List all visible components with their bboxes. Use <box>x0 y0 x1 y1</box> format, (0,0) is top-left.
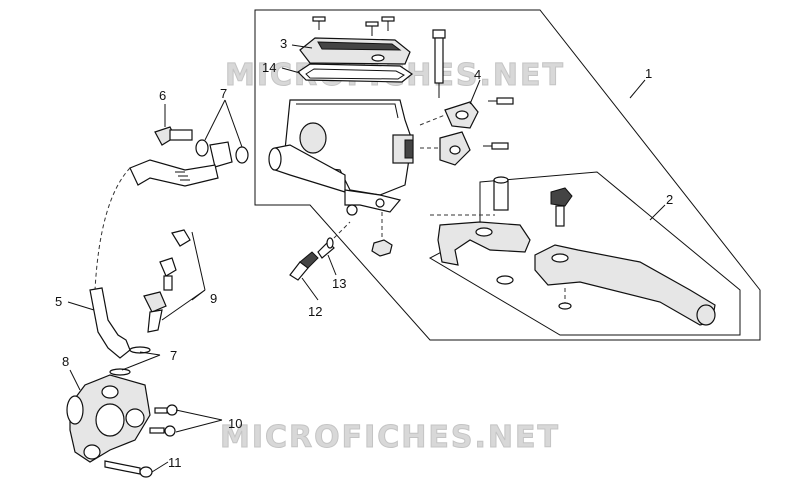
callout-10: 10 <box>228 416 242 431</box>
callout-2: 2 <box>666 192 673 207</box>
callout-12: 12 <box>308 304 322 319</box>
handlebar-clamp <box>419 97 514 166</box>
pivot-nut <box>371 239 393 257</box>
lever-assembly <box>430 176 716 326</box>
callout-9: 9 <box>210 291 217 306</box>
callout-6: 6 <box>159 88 166 103</box>
callout-7-top: 7 <box>220 86 227 101</box>
bleed-screw-group <box>289 221 351 281</box>
callout-5: 5 <box>55 294 62 309</box>
callout-14: 14 <box>262 60 276 75</box>
callout-8: 8 <box>62 354 69 369</box>
callout-11: 11 <box>168 455 182 470</box>
master-cylinder-group <box>268 16 446 216</box>
callout-13: 13 <box>332 276 346 291</box>
callout-3: 3 <box>280 36 287 51</box>
reservoir-gasket <box>297 63 414 83</box>
leader-lines <box>67 44 666 473</box>
watermark-bottom: MICROFICHES.NET <box>220 420 560 455</box>
callout-4: 4 <box>474 67 481 82</box>
cover-screws <box>312 16 395 36</box>
slave-cylinder-bolts <box>104 404 178 478</box>
assembly-1-outline <box>254 9 761 341</box>
callout-1: 1 <box>645 66 652 81</box>
reservoir-cap <box>299 37 411 65</box>
hose-assembly <box>89 126 249 376</box>
slave-cylinder <box>66 374 151 463</box>
callout-numbers: 1 2 3 4 5 6 7 7 8 9 10 11 12 13 14 <box>55 36 673 470</box>
callout-7-bottom: 7 <box>170 348 177 363</box>
